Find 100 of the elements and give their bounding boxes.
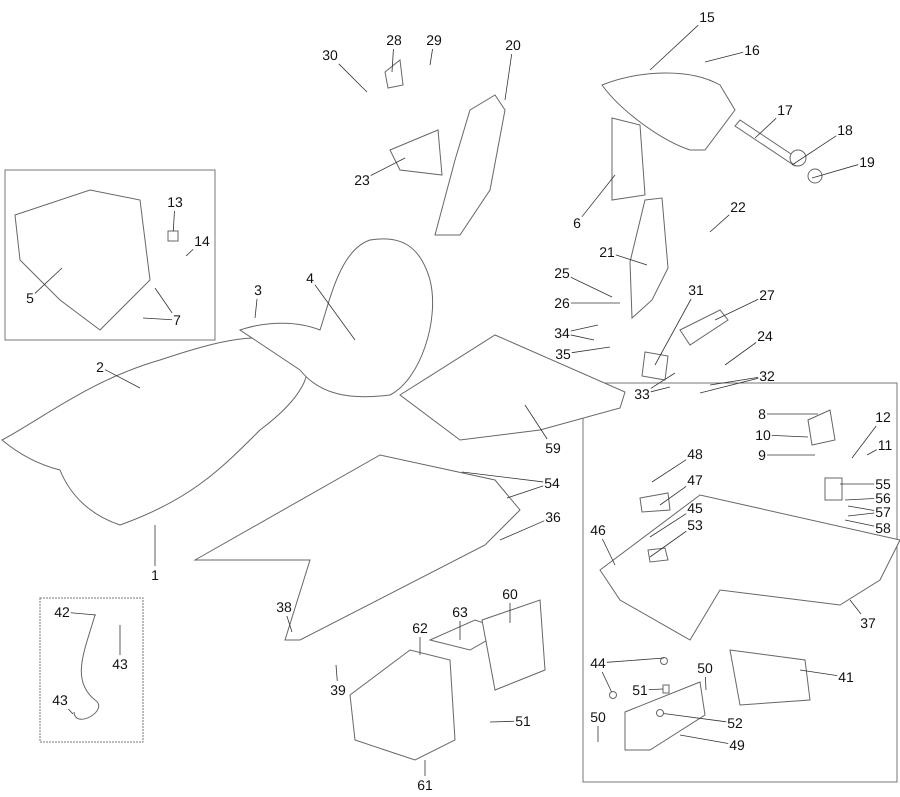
leader-line xyxy=(392,48,394,72)
leader-line xyxy=(792,135,837,166)
callout-number: 61 xyxy=(417,777,433,793)
callout-number: 26 xyxy=(554,295,570,311)
callout-number: 7 xyxy=(173,312,181,328)
callout-number: 50 xyxy=(590,709,606,725)
leader-line xyxy=(606,658,664,663)
leader-line xyxy=(650,386,670,392)
leader-line xyxy=(172,210,175,232)
leader-line xyxy=(650,513,687,538)
callout-number: 10 xyxy=(755,427,771,443)
leader-line xyxy=(771,435,808,438)
callout-number: 22 xyxy=(730,199,746,215)
leader-line xyxy=(70,612,96,616)
callout-number: 19 xyxy=(859,154,875,170)
leader-line xyxy=(602,538,616,566)
leader-line xyxy=(504,54,512,100)
leader-line xyxy=(254,298,258,318)
leader-line xyxy=(370,158,406,176)
leader-line xyxy=(424,760,426,776)
callout-number: 58 xyxy=(875,520,891,536)
leader-line xyxy=(663,713,727,722)
leader-line xyxy=(506,486,544,498)
callout-number: 35 xyxy=(555,346,571,362)
leader-line xyxy=(104,369,140,388)
callout-number: 33 xyxy=(634,386,650,402)
leader-line xyxy=(660,486,687,506)
leader-line xyxy=(34,268,62,294)
callout-number: 37 xyxy=(860,615,876,631)
callout-number: 15 xyxy=(699,9,715,25)
callout-number: 25 xyxy=(554,265,570,281)
leader-line xyxy=(766,454,816,456)
callout-number: 47 xyxy=(687,472,703,488)
callout-number: 44 xyxy=(590,655,606,671)
callout-number: 46 xyxy=(590,522,606,538)
leader-line xyxy=(680,734,729,744)
washer-part xyxy=(609,691,617,699)
leader-line xyxy=(652,459,687,482)
washer-part xyxy=(656,709,664,717)
callout-number: 11 xyxy=(878,437,892,453)
callout-number: 42 xyxy=(54,604,70,620)
callout-number: 52 xyxy=(727,715,743,731)
leader-line xyxy=(154,288,172,314)
callout-number: 29 xyxy=(426,32,442,48)
callout-number: 6 xyxy=(573,215,581,231)
callout-number: 16 xyxy=(744,42,760,58)
leader-line xyxy=(650,24,699,70)
leader-line xyxy=(866,449,878,456)
callout-number: 28 xyxy=(386,32,402,48)
callout-number: 60 xyxy=(502,586,518,602)
callout-number: 24 xyxy=(757,328,773,344)
leader-line xyxy=(800,670,838,676)
leader-line xyxy=(704,52,744,62)
leader-line xyxy=(754,118,777,138)
leader-line xyxy=(700,378,759,394)
leader-line xyxy=(154,524,156,566)
callout-number: 1 xyxy=(151,567,159,583)
callout-number: 55 xyxy=(875,476,891,492)
callout-number: 53 xyxy=(687,517,703,533)
leader-line xyxy=(430,48,433,66)
callout-number: 23 xyxy=(354,172,370,188)
callout-number: 43 xyxy=(52,692,68,708)
leader-line xyxy=(850,600,862,614)
leader-line xyxy=(570,324,598,332)
leader-line xyxy=(286,616,292,632)
callout-number: 8 xyxy=(758,406,766,422)
callout-number: 18 xyxy=(837,122,853,138)
callout-number: 21 xyxy=(599,244,615,260)
leader-line xyxy=(724,342,757,366)
callout-number: 63 xyxy=(452,604,468,620)
leader-line xyxy=(570,276,612,298)
callout-number: 38 xyxy=(276,599,292,615)
callout-number: 56 xyxy=(875,490,891,506)
leader-line xyxy=(336,664,338,682)
callout-number: 13 xyxy=(167,194,183,210)
leader-line xyxy=(848,506,875,511)
leader-line xyxy=(852,426,877,458)
leader-line xyxy=(142,318,172,320)
callout-number: 39 xyxy=(330,682,346,698)
callout-number: 5 xyxy=(26,290,34,306)
callout-number: 50 xyxy=(697,660,713,676)
leader-line xyxy=(338,63,368,92)
callout-number: 54 xyxy=(544,475,560,491)
callout-number: 2 xyxy=(96,359,104,375)
callout-number: 41 xyxy=(838,669,854,685)
callout-number: 31 xyxy=(688,282,704,298)
callout-number: 51 xyxy=(515,713,531,729)
leader-line xyxy=(714,298,759,320)
leader-line xyxy=(812,164,859,178)
leader-line xyxy=(602,672,612,692)
callout-number: 57 xyxy=(875,504,891,520)
leader-line xyxy=(570,334,594,340)
callout-number: 4 xyxy=(306,270,314,286)
leader-line xyxy=(524,404,548,440)
callout-number: 34 xyxy=(554,325,570,341)
callout-number: 43 xyxy=(112,656,128,672)
leader-line xyxy=(710,214,730,232)
leader-line xyxy=(650,530,687,558)
callout-number: 51 xyxy=(632,682,648,698)
callout-number: 20 xyxy=(505,37,521,53)
